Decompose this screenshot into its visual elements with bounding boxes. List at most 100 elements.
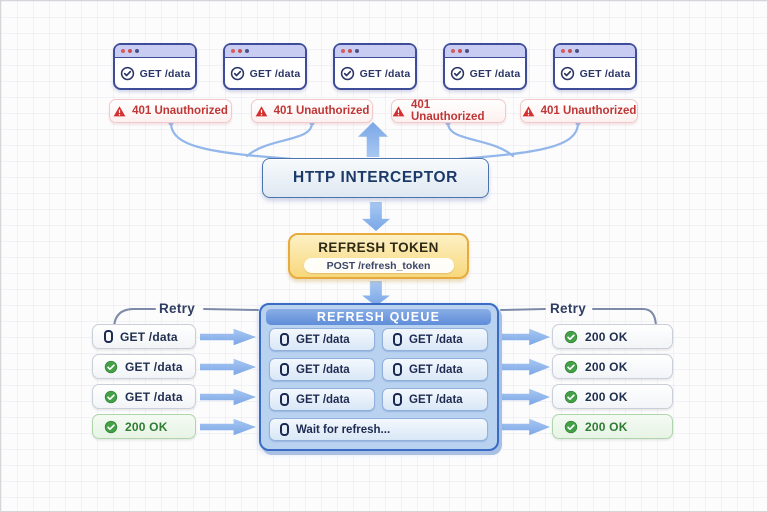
curve-badge4-to-interceptor [457,121,580,161]
success-response-label: 200 OK [585,419,628,434]
window-dot-icon [568,49,572,53]
retry-request-label: GET /data [125,389,183,404]
refresh-token-box: REFRESH TOKEN POST /refresh_token [288,233,469,279]
left-retry-label: Retry [159,301,196,316]
browser-window: GET /data [113,43,197,90]
success-check-icon [104,360,118,373]
browser-window: GET /data [553,43,637,90]
queued-request-label: GET /data [296,393,350,406]
right-retry-bracket [500,308,546,311]
window-dot-icon [231,49,235,53]
right-retry-label: Retry [550,301,587,316]
window-titlebar [225,45,305,58]
error-label: 401 Unauthorized [540,105,637,117]
success-response-pill: 200 OK [552,414,673,439]
window-dot-icon [458,49,462,53]
window-titlebar [445,45,525,58]
queued-request: GET /data [269,358,375,381]
success-check-icon [564,390,578,403]
refresh-queue-box: REFRESH QUEUE GET /data GET /data GET /d… [259,303,499,451]
refresh-endpoint-pill: POST /refresh_token [303,258,454,273]
window-dot-icon [355,49,359,53]
request-label: GET /data [139,67,191,80]
success-response-label: 200 OK [125,419,168,434]
browser-window: GET /data [333,43,417,90]
browser-window: GET /data [443,43,527,90]
queued-request-label: GET /data [409,333,463,346]
response-label: 200 OK [585,329,628,344]
window-titlebar [555,45,635,58]
queued-request: GET /data [269,328,375,351]
error-label: 401 Unauthorized [411,99,485,123]
error-badge: 401 Unauthorized [391,99,506,123]
request-label: GET /data [579,67,631,80]
retry-request-label: GET /data [120,329,178,344]
response-pill: 200 OK [552,384,673,409]
retry-request-pill: GET /data [92,324,196,349]
pending-request-icon [280,333,289,346]
queued-request-label: GET /data [296,333,350,346]
response-label: 200 OK [585,389,628,404]
circle-check-icon [340,66,354,81]
response-pill: 200 OK [552,354,673,379]
pending-request-icon [393,393,402,406]
error-label: 401 Unauthorized [273,105,370,117]
request-label: GET /data [249,67,301,80]
response-pill: 200 OK [552,324,673,349]
window-dot-icon [128,49,132,53]
curve-badge3-to-interceptor [446,121,515,158]
window-dot-icon [348,49,352,53]
refresh-queue-header: REFRESH QUEUE [266,308,491,325]
pending-request-icon [280,423,289,436]
browser-window: GET /data [223,43,307,90]
window-dot-icon [465,49,469,53]
pending-request-icon [280,363,289,376]
warning-triangle-icon [392,105,405,116]
curve-badge2-to-interceptor [245,121,314,158]
success-check-icon [104,420,118,433]
request-label: GET /data [359,67,411,80]
request-label: GET /data [469,67,521,80]
success-check-icon [104,390,118,403]
http-interceptor-box: HTTP INTERCEPTOR [262,158,489,198]
window-dot-icon [561,49,565,53]
error-badge: 401 Unauthorized [251,99,373,123]
window-titlebar [115,45,195,58]
queued-request: GET /data [382,358,488,381]
circle-check-icon [560,66,574,81]
retry-request-pill: GET /data [92,354,196,379]
pending-request-icon [393,363,402,376]
warning-triangle-icon [113,105,126,116]
queued-request: GET /data [382,388,488,411]
success-check-icon [564,360,578,373]
success-check-icon [564,420,578,433]
queued-request-label: GET /data [296,363,350,376]
queued-request-label: GET /data [409,363,463,376]
warning-triangle-icon [522,105,534,116]
window-dot-icon [245,49,249,53]
window-dot-icon [575,49,579,53]
queued-request: GET /data [382,328,488,351]
retry-request-pill: GET /data [92,384,196,409]
interceptor-title: HTTP INTERCEPTOR [293,169,458,186]
pending-request-icon [393,333,402,346]
circle-check-icon [120,66,134,81]
queued-request: GET /data [269,388,375,411]
refresh-token-title: REFRESH TOKEN [318,240,439,255]
retry-request-label: GET /data [125,359,183,374]
circle-check-icon [450,66,464,81]
warning-triangle-icon [255,105,267,116]
curve-badge1-to-interceptor [169,121,294,161]
pending-request-icon [104,330,113,343]
response-label: 200 OK [585,359,628,374]
success-check-icon [564,330,578,343]
pending-request-icon [280,393,289,406]
window-dot-icon [238,49,242,53]
window-dot-icon [121,49,125,53]
error-badge: 401 Unauthorized [109,99,232,123]
wait-for-refresh-item: Wait for refresh... [269,418,488,441]
error-badge: 401 Unauthorized [520,99,638,123]
window-dot-icon [341,49,345,53]
